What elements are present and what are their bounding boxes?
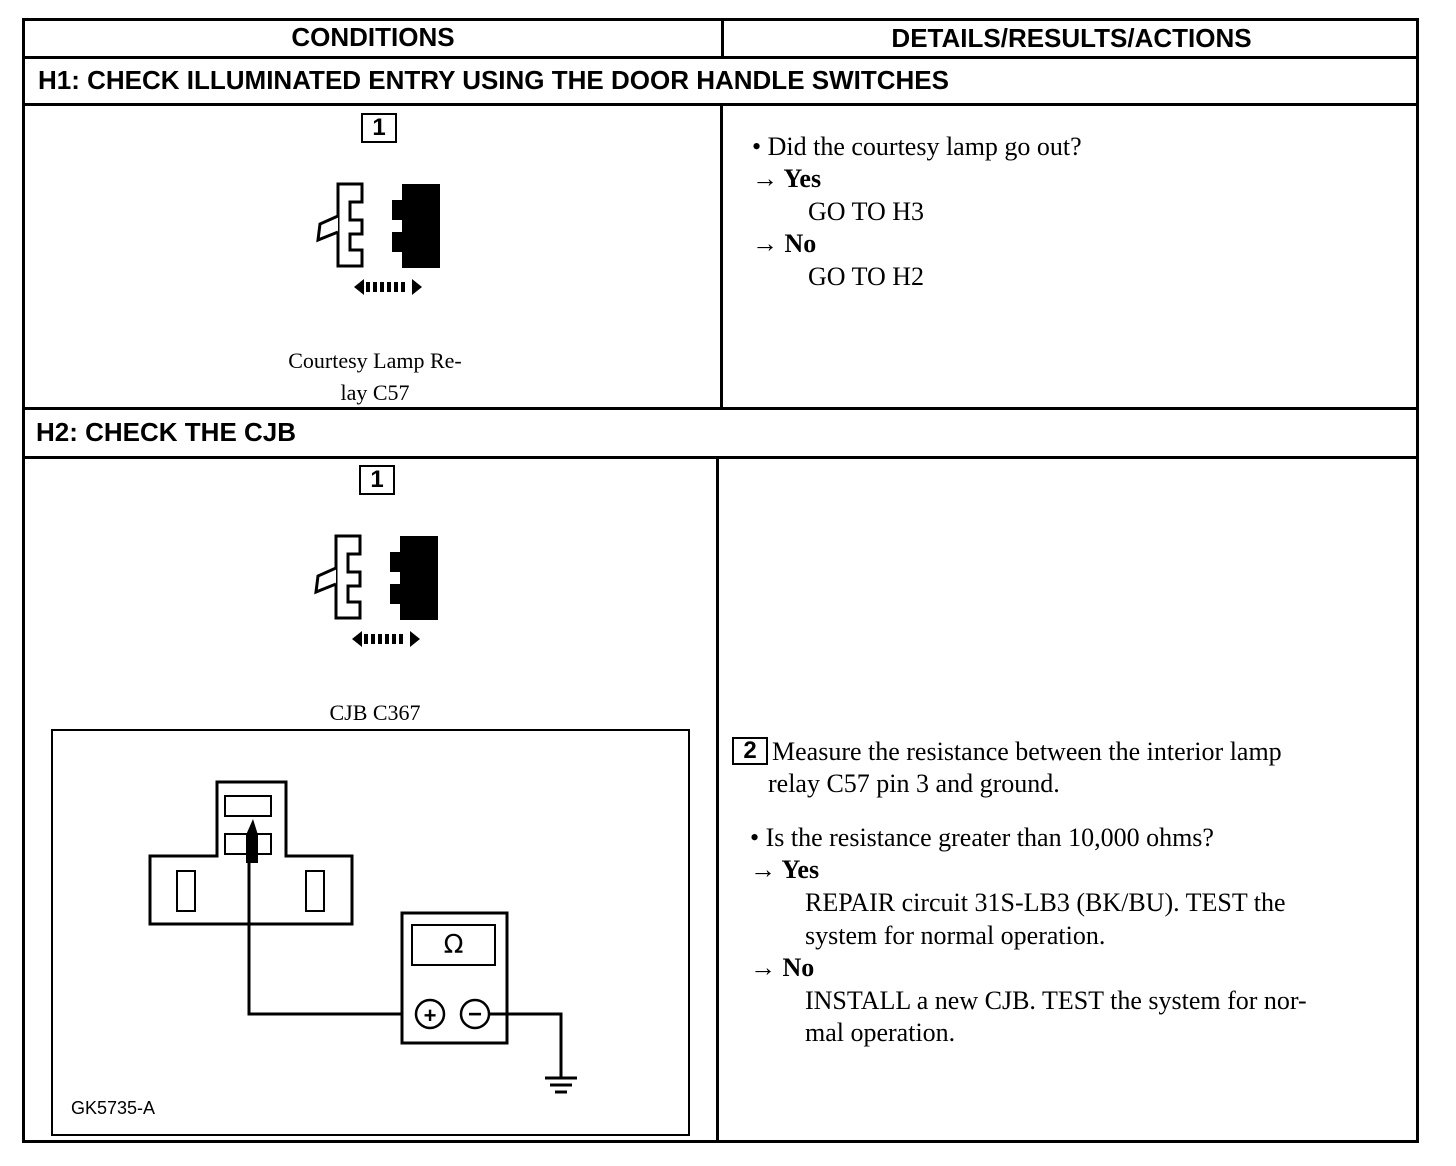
step-number-badge: 1	[361, 113, 397, 143]
double-arrow-icon	[352, 631, 420, 647]
connector-icon	[314, 534, 438, 647]
no-action: INSTALL a new CJB. TEST the system for n…	[805, 986, 1307, 1015]
svg-text:+: +	[424, 1003, 437, 1028]
divider	[716, 458, 719, 1142]
step-number-badge: 2	[732, 737, 768, 765]
step-number-badge: 1	[359, 465, 395, 495]
yes-action: GO TO H3	[808, 197, 925, 226]
procedure-table	[22, 18, 1419, 1143]
no-label: → No	[752, 229, 817, 258]
instruction-text: relay C57 pin 3 and ground.	[768, 769, 1060, 798]
divider	[720, 105, 723, 410]
no-action: mal operation.	[805, 1018, 956, 1047]
divider	[22, 103, 1419, 106]
meter-symbol: Ω	[443, 930, 464, 960]
column-header-details: DETAILS/RESULTS/ACTIONS	[891, 23, 1252, 53]
svg-text:−: −	[468, 1001, 482, 1028]
ground-icon	[545, 1076, 577, 1094]
question-text: • Is the resistance greater than 10,000 …	[750, 823, 1214, 852]
divider	[22, 456, 1419, 459]
divider	[721, 18, 724, 58]
figure-caption: CJB C367	[329, 700, 421, 725]
figure-caption: lay C57	[340, 380, 410, 405]
connector-icon	[316, 182, 440, 295]
section-title-h2: H2: CHECK THE CJB	[36, 417, 297, 447]
yes-label: → Yes	[750, 855, 820, 884]
circuit-diagram: + − Ω GK5735-A	[51, 729, 690, 1136]
no-label: → No	[750, 953, 815, 982]
no-action: GO TO H2	[808, 262, 925, 291]
figure-id: GK5735-A	[71, 1098, 156, 1118]
divider	[22, 407, 1419, 410]
question-text: • Did the courtesy lamp go out?	[752, 132, 1082, 161]
yes-action: REPAIR circuit 31S-LB3 (BK/BU). TEST the	[805, 888, 1286, 917]
figure-caption: Courtesy Lamp Re-	[288, 348, 462, 373]
ohmmeter-icon: + −	[148, 780, 577, 1094]
section-title-h1: H1: CHECK ILLUMINATED ENTRY USING THE DO…	[38, 65, 949, 95]
column-header-conditions: CONDITIONS	[291, 22, 455, 52]
yes-action: system for normal operation.	[805, 921, 1106, 950]
double-arrow-icon	[354, 279, 422, 295]
instruction-text: Measure the resistance between the inter…	[772, 737, 1282, 766]
yes-label: → Yes	[752, 164, 822, 193]
divider	[22, 56, 1419, 59]
